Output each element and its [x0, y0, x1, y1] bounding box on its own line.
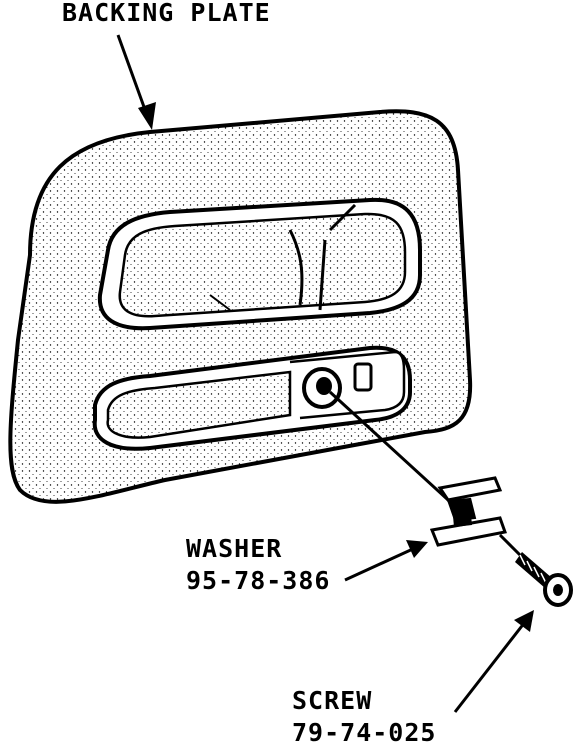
- washer: [429, 476, 507, 547]
- washer-part-number: 95-78-386: [186, 566, 331, 595]
- screw: [498, 533, 573, 607]
- backing-plate-label: BACKING PLATE: [62, 0, 271, 27]
- backing-plate-arrow: [116, 34, 156, 130]
- lock-slot: [353, 362, 373, 392]
- handle-recess: [97, 197, 422, 331]
- screw-label: SCREW: [292, 686, 373, 715]
- pull-cup: [92, 345, 412, 451]
- washer-arrow: [344, 540, 428, 582]
- screw-part-number: 79-74-025: [292, 718, 437, 747]
- screw-arrow: [453, 610, 534, 713]
- washer-label: WASHER: [186, 534, 283, 563]
